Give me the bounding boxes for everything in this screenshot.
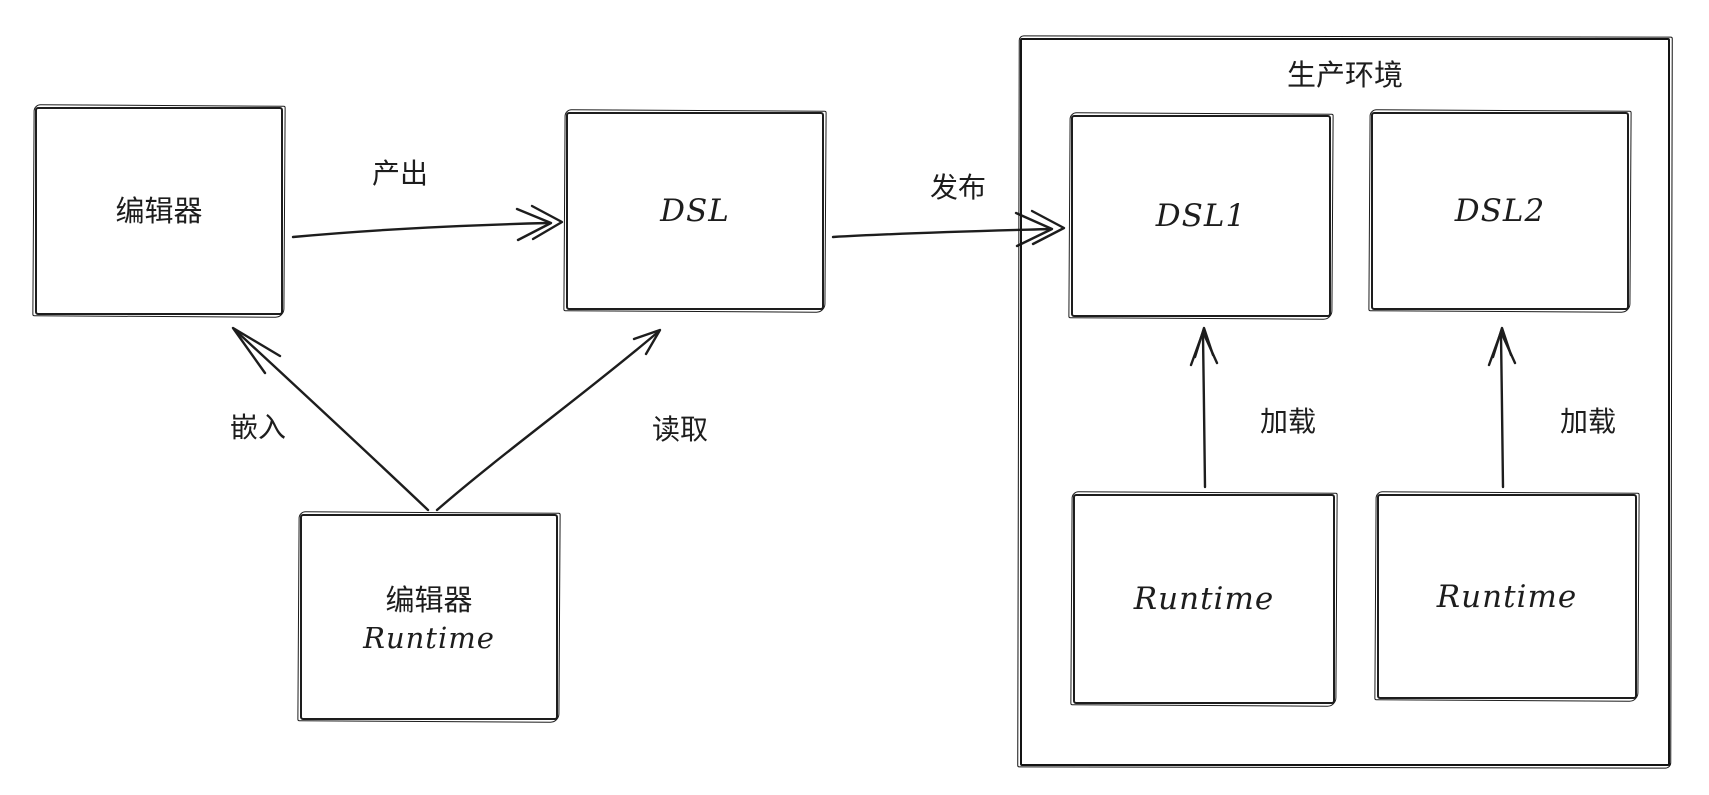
runtime1-node: Runtime bbox=[1073, 494, 1335, 704]
embed-arrow-shaft bbox=[233, 328, 430, 512]
editor-node-label: 编辑器 bbox=[115, 193, 203, 228]
publish-arrow-shaft bbox=[831, 227, 1052, 239]
runtime2-node-label: Runtime bbox=[1436, 578, 1578, 615]
dsl1-node-label: DSL1 bbox=[1155, 198, 1247, 234]
produce-arrow bbox=[291, 204, 564, 242]
dsl1-node: DSL1 bbox=[1071, 115, 1331, 317]
runtime2-node: Runtime bbox=[1377, 494, 1637, 699]
publish-edge-label: 发布 bbox=[929, 171, 987, 204]
produce-arrowhead-icon bbox=[515, 207, 553, 242]
editor-node: 编辑器 bbox=[35, 107, 283, 315]
dsl-node: DSL bbox=[566, 112, 824, 310]
produce-edge-label: 产出 bbox=[371, 157, 429, 190]
read-arrowhead-icon bbox=[632, 328, 662, 356]
load2-edge-label: 加载 bbox=[1559, 405, 1617, 438]
dsl-node-label: DSL bbox=[660, 193, 730, 229]
embed-arrowhead-icon bbox=[231, 326, 282, 375]
load1-edge-label: 加载 bbox=[1259, 405, 1317, 438]
editor-runtime-node-label-line2: Runtime bbox=[363, 621, 495, 656]
produce-arrow-shaft bbox=[291, 221, 550, 239]
read-edge-label: 读取 bbox=[651, 413, 709, 446]
runtime1-node-label: Runtime bbox=[1133, 581, 1275, 617]
dsl2-node-label: DSL2 bbox=[1454, 193, 1546, 229]
prod-env-container bbox=[1020, 38, 1670, 766]
dsl2-node: DSL2 bbox=[1371, 112, 1629, 310]
produce-arrowhead-2-icon bbox=[530, 204, 564, 241]
read-arrow-shaft bbox=[435, 330, 660, 512]
editor-runtime-node: 编辑器 Runtime bbox=[300, 514, 558, 720]
editor-runtime-node-label-line1: 编辑器 bbox=[385, 582, 473, 617]
read-arrow bbox=[435, 328, 662, 512]
prod-env-label: 生产环境 bbox=[1286, 58, 1404, 92]
embed-edge-label: 嵌入 bbox=[229, 411, 287, 444]
embed-arrow bbox=[231, 326, 430, 512]
